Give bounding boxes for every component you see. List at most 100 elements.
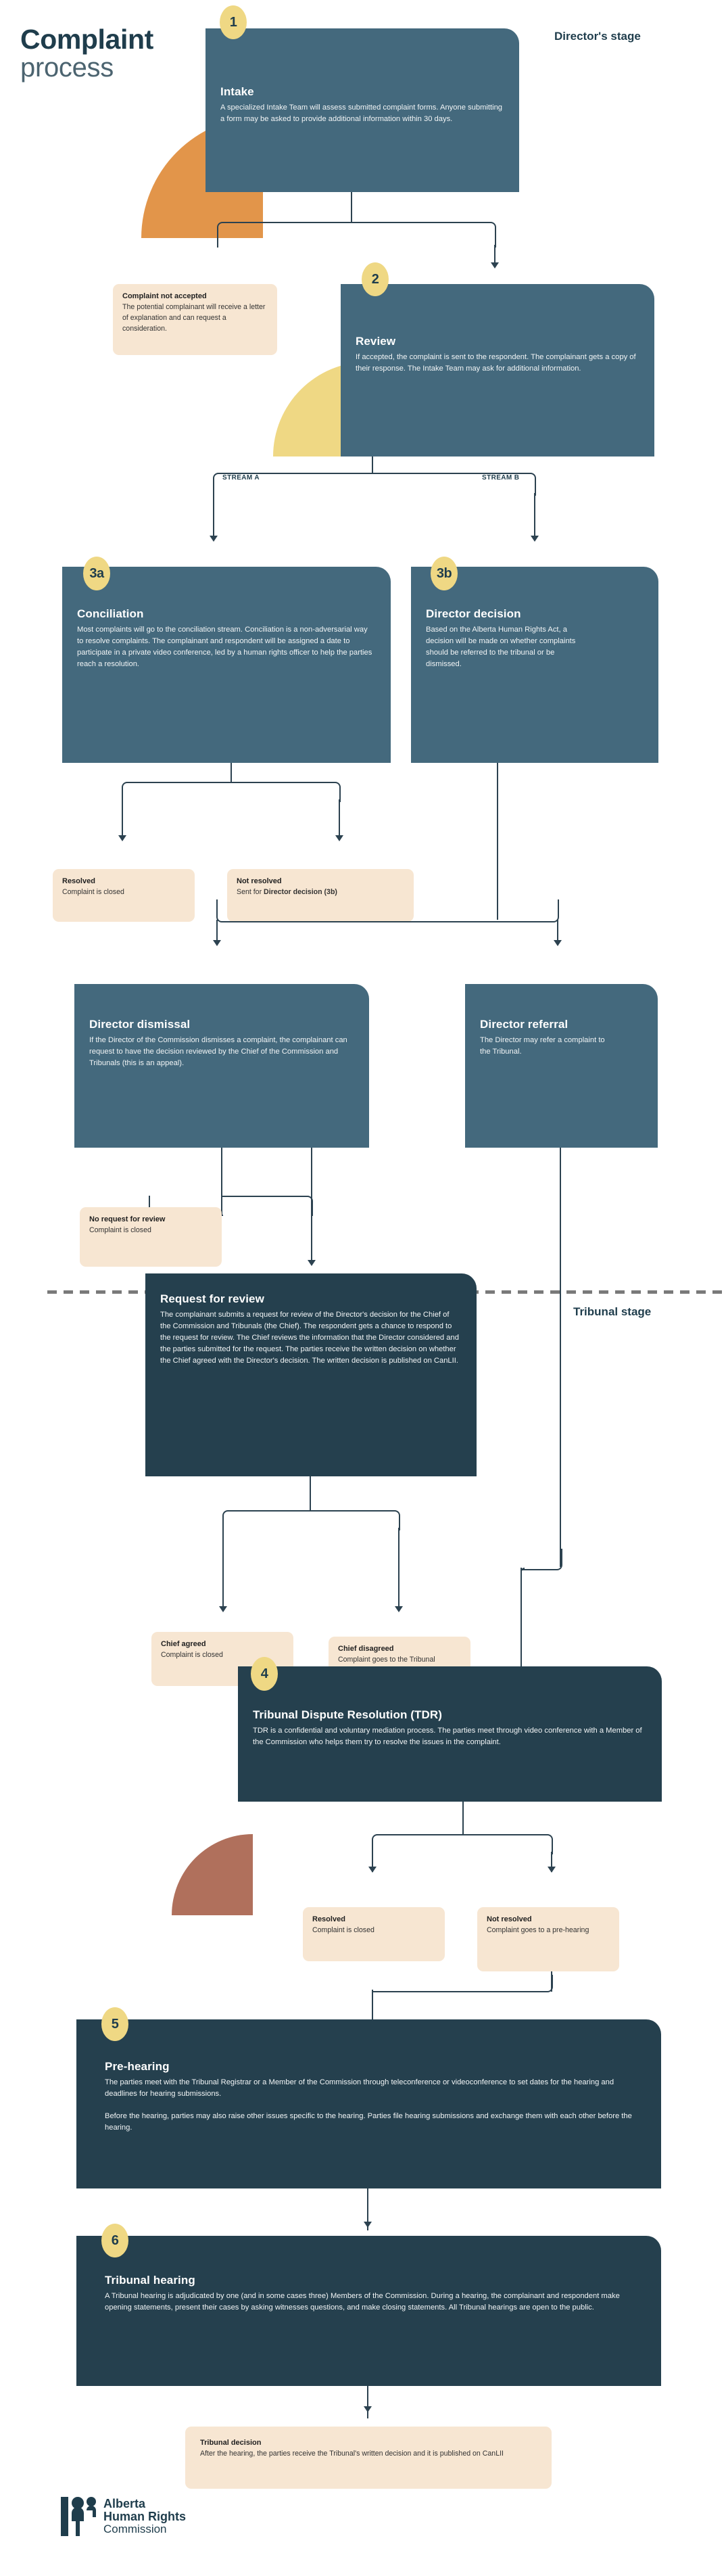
outcome-chief-agreed-title: Chief agreed — [161, 1640, 206, 1648]
card-conciliation-title: Conciliation — [77, 607, 144, 620]
outcome-chief-agreed-body: Complaint is closed — [161, 1651, 223, 1659]
outcome-tdr-not-resolved: Not resolved Complaint goes to a pre-hea… — [477, 1907, 619, 1971]
step-badge-3a: 3a — [83, 557, 110, 590]
page-title-line1: Complaint — [20, 24, 153, 55]
connector-request-review-stem — [311, 1213, 312, 1262]
connector-conciliation-down — [231, 763, 232, 783]
card-director-dismissal: Director dismissal If the Director of th… — [74, 984, 369, 1148]
card-conciliation: Conciliation Most complaints will go to … — [62, 567, 391, 763]
connector-director-decision-down — [497, 763, 498, 920]
card-review-title: Review — [356, 335, 396, 348]
outcome-conciliation-resolved-title: Resolved — [62, 877, 95, 885]
arrow-tdr-not-resolved — [548, 1867, 556, 1873]
arrow-stream-b — [531, 536, 539, 542]
step-badge-4: 4 — [251, 1657, 278, 1691]
arrow-chief-agreed — [219, 1606, 227, 1612]
card-director-decision-title: Director decision — [426, 607, 521, 620]
connector-prehearing-down — [367, 2188, 368, 2230]
decorative-brown-quarter-circle — [172, 1834, 253, 1915]
tribunal-stage-label: Tribunal stage — [573, 1305, 652, 1318]
arrow-to-review — [491, 262, 499, 268]
outcome-not-resolved-link: Director decision (3b) — [264, 888, 337, 896]
connector-tdr-down — [462, 1802, 464, 1835]
connector-not-resolved-down — [339, 799, 340, 837]
connector-intake-corner-right — [351, 222, 496, 248]
outcome-no-request-body: Complaint is closed — [89, 1226, 151, 1234]
card-director-dismissal-body: If the Director of the Commission dismis… — [89, 1036, 347, 1068]
card-intake-body: A specialized Intake Team will assess su… — [220, 103, 503, 124]
connector-stream-a-down — [213, 493, 214, 537]
arrow-to-tribunal-hearing — [364, 2222, 372, 2228]
connector-chief-disagreed-stem — [398, 1528, 400, 1609]
card-tdr-body: TDR is a confidential and voluntary medi… — [253, 1727, 642, 1747]
connector-conciliation-right — [231, 782, 341, 802]
alberta-human-rights-commission-logo: Alberta Human Rights Commission — [59, 2496, 186, 2537]
card-director-referral-title: Director referral — [480, 1018, 568, 1031]
card-director-referral: Director referral The Director may refer… — [465, 984, 658, 1148]
outcome-tdr-not-resolved-title: Not resolved — [487, 1915, 532, 1923]
connector-stream-b-corner — [372, 473, 536, 496]
page-title-line2: process — [20, 52, 114, 83]
card-director-decision-body: Based on the Alberta Human Rights Act, a… — [426, 626, 576, 669]
arrow-to-dismissal — [213, 940, 221, 946]
connector-dismissal-down — [221, 1148, 222, 1215]
step-badge-2: 2 — [362, 262, 389, 296]
connector-referral-corner-1 — [521, 1549, 562, 1570]
connector-rfr-right — [310, 1510, 400, 1530]
connector-chief-agreed-stem — [222, 1528, 224, 1609]
connector-intake-down — [351, 192, 352, 223]
card-intake-title: Intake — [220, 85, 254, 98]
connector-tdr-not-resolved-down — [551, 1852, 552, 1872]
connector-resolved-down — [122, 799, 123, 837]
card-pre-hearing-body: The parties meet with the Tribunal Regis… — [105, 2078, 614, 2099]
outcome-tribunal-decision: Tribunal decision After the hearing, the… — [185, 2427, 552, 2489]
card-pre-hearing-body2: Before the hearing, parties may also rai… — [105, 2112, 632, 2132]
card-pre-hearing-title: Pre-hearing — [105, 2060, 170, 2073]
outcome-conciliation-not-resolved-title: Not resolved — [237, 877, 282, 885]
card-request-for-review-body: The complainant submits a request for re… — [160, 1311, 459, 1365]
connector-tdr-right — [462, 1834, 553, 1854]
outcome-no-request-for-review: No request for review Complaint is close… — [80, 1207, 222, 1267]
outcome-conciliation-not-resolved-body: Sent for Director decision (3b) — [237, 887, 404, 898]
connector-request-review-corner — [221, 1196, 313, 1216]
card-tribunal-hearing-body: A Tribunal hearing is adjudicated by one… — [105, 2292, 620, 2312]
connector-to-referral — [557, 920, 558, 941]
arrow-not-resolved — [335, 835, 343, 841]
arrow-chief-disagreed — [395, 1606, 403, 1612]
arrow-to-referral — [554, 940, 562, 946]
connector-intake-corner-left — [217, 222, 353, 248]
outcome-not-resolved-prefix: Sent for — [237, 888, 264, 896]
card-review: Review If accepted, the complaint is sen… — [341, 284, 654, 456]
outcome-tdr-resolved-body: Complaint is closed — [312, 1926, 374, 1934]
card-director-dismissal-title: Director dismissal — [89, 1018, 191, 1031]
card-request-for-review-title: Request for review — [160, 1292, 264, 1305]
outcome-conciliation-not-resolved: Not resolved Sent for Director decision … — [227, 869, 414, 922]
card-review-body: If accepted, the complaint is sent to th… — [356, 353, 636, 373]
connector-hearing-down — [367, 2386, 368, 2418]
step-badge-6: 6 — [101, 2224, 128, 2257]
connector-dd-split-left — [216, 899, 499, 922]
logo-line-2: Human Rights — [103, 2509, 187, 2523]
card-tdr-title: Tribunal Dispute Resolution (TDR) — [253, 1708, 443, 1721]
connector-to-dismissal — [216, 920, 218, 941]
connector-to-review — [494, 245, 495, 264]
connector-tdr-resolved-down — [372, 1852, 373, 1872]
card-request-for-review: Request for review The complainant submi… — [145, 1273, 477, 1476]
stream-a-label: STREAM A — [222, 474, 260, 482]
card-tdr: Tribunal Dispute Resolution (TDR) TDR is… — [238, 1666, 662, 1802]
connector-conciliation-left — [122, 782, 233, 802]
arrow-resolved — [118, 835, 126, 841]
connector-tdr-left — [372, 1834, 464, 1854]
arrow-stream-a — [210, 536, 218, 542]
connector-referral-to-tdr — [521, 1568, 522, 1703]
outcome-no-request-title: No request for review — [89, 1215, 166, 1223]
outcome-chief-disagreed-title: Chief disagreed — [338, 1645, 394, 1653]
card-conciliation-body: Most complaints will go to the conciliat… — [77, 626, 372, 669]
arrow-request-review — [308, 1260, 316, 1266]
logo-line-3: Commission — [103, 2523, 167, 2536]
card-director-referral-body: The Director may refer a complaint to th… — [480, 1036, 605, 1056]
connector-prehearing-corner-1 — [372, 1975, 553, 1992]
hr-people-icon — [61, 2497, 96, 2536]
logo-line-1: Alberta — [103, 2496, 146, 2510]
